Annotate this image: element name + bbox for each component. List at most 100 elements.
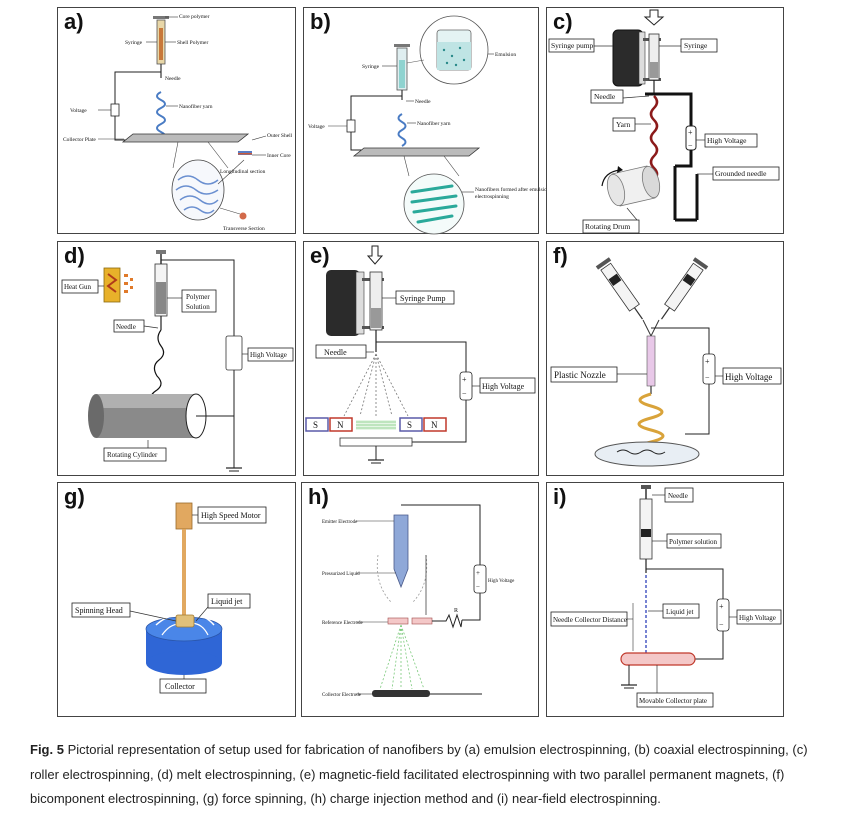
- svg-text:+: +: [476, 569, 480, 577]
- b-fiber-zoom: [403, 173, 465, 235]
- g-collector: [145, 616, 223, 675]
- a-label-needle: Needle: [165, 76, 181, 82]
- f-collector-dish: [594, 441, 700, 467]
- c-label-syringe-pump: Syringe pump: [551, 41, 594, 50]
- panel-c-letter: c): [553, 9, 573, 34]
- e-label-syringe-pump: Syringe Pump: [400, 294, 446, 303]
- b-label-nanofibers-formed-1: Nanofibers formed after emulsion: [475, 186, 550, 193]
- e-label-needle: Needle: [324, 348, 347, 357]
- h-reference-electrode-left: [387, 617, 409, 625]
- figure-caption-text: Pictorial representation of setup used f…: [30, 742, 808, 806]
- f-plastic-nozzle: [646, 335, 656, 387]
- i-label-needle: Needle: [668, 492, 688, 500]
- b-label-voltage: Voltage: [308, 124, 325, 130]
- figure-caption: Fig. 5 Pictorial representation of setup…: [30, 738, 820, 812]
- c-label-rotating-drum: Rotating Drum: [585, 222, 630, 231]
- svg-text:−: −: [476, 583, 480, 591]
- e-collector: [339, 437, 413, 447]
- e-magnet-s-right: [399, 417, 423, 432]
- c-label-needle: Needle: [594, 92, 616, 101]
- d-label-rotating-cylinder: Rotating Cylinder: [107, 451, 158, 459]
- panel-f-diagram: + − Plastic Nozzle High Voltage: [550, 257, 782, 467]
- d-label-high-voltage: High Voltage: [250, 351, 287, 359]
- i-movable-collector-plate: [620, 652, 696, 666]
- c-label-yarn: Yarn: [616, 120, 630, 129]
- d-label-needle: Needle: [116, 323, 136, 331]
- g-high-speed-motor: [175, 502, 193, 530]
- h-label-high-voltage: High Voltage: [488, 579, 515, 584]
- d-heat-gun: [103, 267, 121, 303]
- e-magnet-s-left: [305, 417, 329, 432]
- svg-text:−: −: [719, 620, 724, 629]
- e-magnet-n-right-label: N: [431, 420, 438, 430]
- d-label-heat-gun: Heat Gun: [64, 283, 92, 291]
- a-label-shell-polymer: Shell Polymer: [177, 40, 208, 46]
- i-label-liquid-jet: Liquid jet: [666, 608, 693, 616]
- panel-e-diagram: + − Syringe Pump Needle High Voltage S N…: [305, 245, 536, 464]
- h-label-reference-electrode: Reference Electrode: [322, 621, 363, 626]
- b-label-emulsion: Emulsion: [495, 52, 516, 58]
- h-reference-electrode-right: [411, 617, 433, 625]
- panel-f: f) + −: [546, 241, 784, 476]
- c-label-grounded-needle: Grounded needle: [715, 169, 767, 178]
- f-label-high-voltage: High Voltage: [725, 372, 772, 382]
- b-label-nanofibers-formed-2: electrospinning: [475, 194, 509, 200]
- c-label-high-voltage: High Voltage: [707, 136, 747, 145]
- d-rotating-cylinder: [88, 393, 207, 439]
- b-label-needle: Needle: [415, 99, 431, 105]
- svg-text:+: +: [705, 357, 710, 366]
- a-fiber-zoom: [171, 159, 225, 221]
- panel-g-letter: g): [64, 484, 85, 509]
- panel-g-diagram: High Speed Motor Spinning Head Liquid je…: [71, 502, 267, 694]
- d-label-polymer: Polymer: [186, 293, 210, 301]
- e-magnet-s-right-label: S: [407, 420, 412, 430]
- c-syringe-pump: [612, 29, 644, 87]
- h-label-emitter-electrode: Emitter Electrode: [322, 520, 358, 525]
- panel-a-diagram: Core polymer Syringe Shell Polymer Needl…: [63, 14, 293, 232]
- e-magnet-n-left: [329, 417, 353, 432]
- figure-label: Fig. 5: [30, 742, 64, 757]
- panel-h-letter: h): [308, 484, 329, 509]
- c-yarn: [649, 95, 659, 181]
- svg-text:−: −: [462, 389, 467, 398]
- svg-text:−: −: [688, 141, 693, 150]
- panel-a: a) Core polymer: [57, 7, 296, 234]
- c-rotating-drum: [606, 165, 661, 207]
- i-label-movable-collector-plate: Movable Collector plate: [639, 697, 707, 705]
- i-label-high-voltage: High Voltage: [739, 614, 776, 622]
- d-high-voltage-source: [225, 335, 243, 371]
- b-label-syringe: Syringe: [362, 64, 380, 70]
- h-resistor-icon: [432, 613, 463, 629]
- svg-text:+: +: [688, 128, 693, 137]
- e-push-arrow-icon: [366, 245, 384, 265]
- b-collector-plate: [352, 147, 481, 157]
- panel-i-letter: i): [553, 484, 567, 509]
- panel-d-letter: d): [64, 243, 85, 268]
- h-emitter-electrode: [393, 514, 409, 589]
- g-label-spinning-head: Spinning Head: [75, 606, 123, 615]
- a-core-fill: [159, 28, 163, 60]
- f-syringe-left: [595, 257, 643, 320]
- panel-b-letter: b): [310, 9, 331, 34]
- h-label-pressurized-liquid: Pressurized Liquid: [322, 572, 360, 577]
- a-label-syringe: Syringe: [125, 40, 143, 46]
- c-label-syringe: Syringe: [684, 41, 708, 50]
- panel-e: e) + −: [303, 241, 539, 476]
- e-magnet-n-left-label: N: [337, 420, 344, 430]
- b-label-nanofiber-yarn: Nanofiber yarn: [417, 120, 451, 127]
- g-motor-shaft: [182, 529, 186, 615]
- a-transverse-section: [239, 212, 247, 220]
- h-label-resistor: R: [454, 608, 458, 614]
- g-spinning-head: [175, 614, 195, 628]
- panel-h-diagram: + − Emitter Electrode Pressurized Liquid…: [322, 504, 515, 698]
- panel-c: c) + −: [546, 7, 784, 234]
- i-label-polymer-solution: Polymer solution: [669, 538, 718, 546]
- b-nanofiber-spiral: [397, 113, 407, 147]
- panel-e-letter: e): [310, 243, 330, 268]
- a-nanofiber-spiral: [156, 91, 166, 141]
- a-label-inner-core: Inner Core: [267, 153, 291, 159]
- a-label-collector-plate: Collector Plate: [63, 137, 96, 143]
- a-voltage-source: [110, 103, 120, 117]
- g-label-high-speed-motor: High Speed Motor: [201, 511, 261, 520]
- svg-text:+: +: [719, 602, 724, 611]
